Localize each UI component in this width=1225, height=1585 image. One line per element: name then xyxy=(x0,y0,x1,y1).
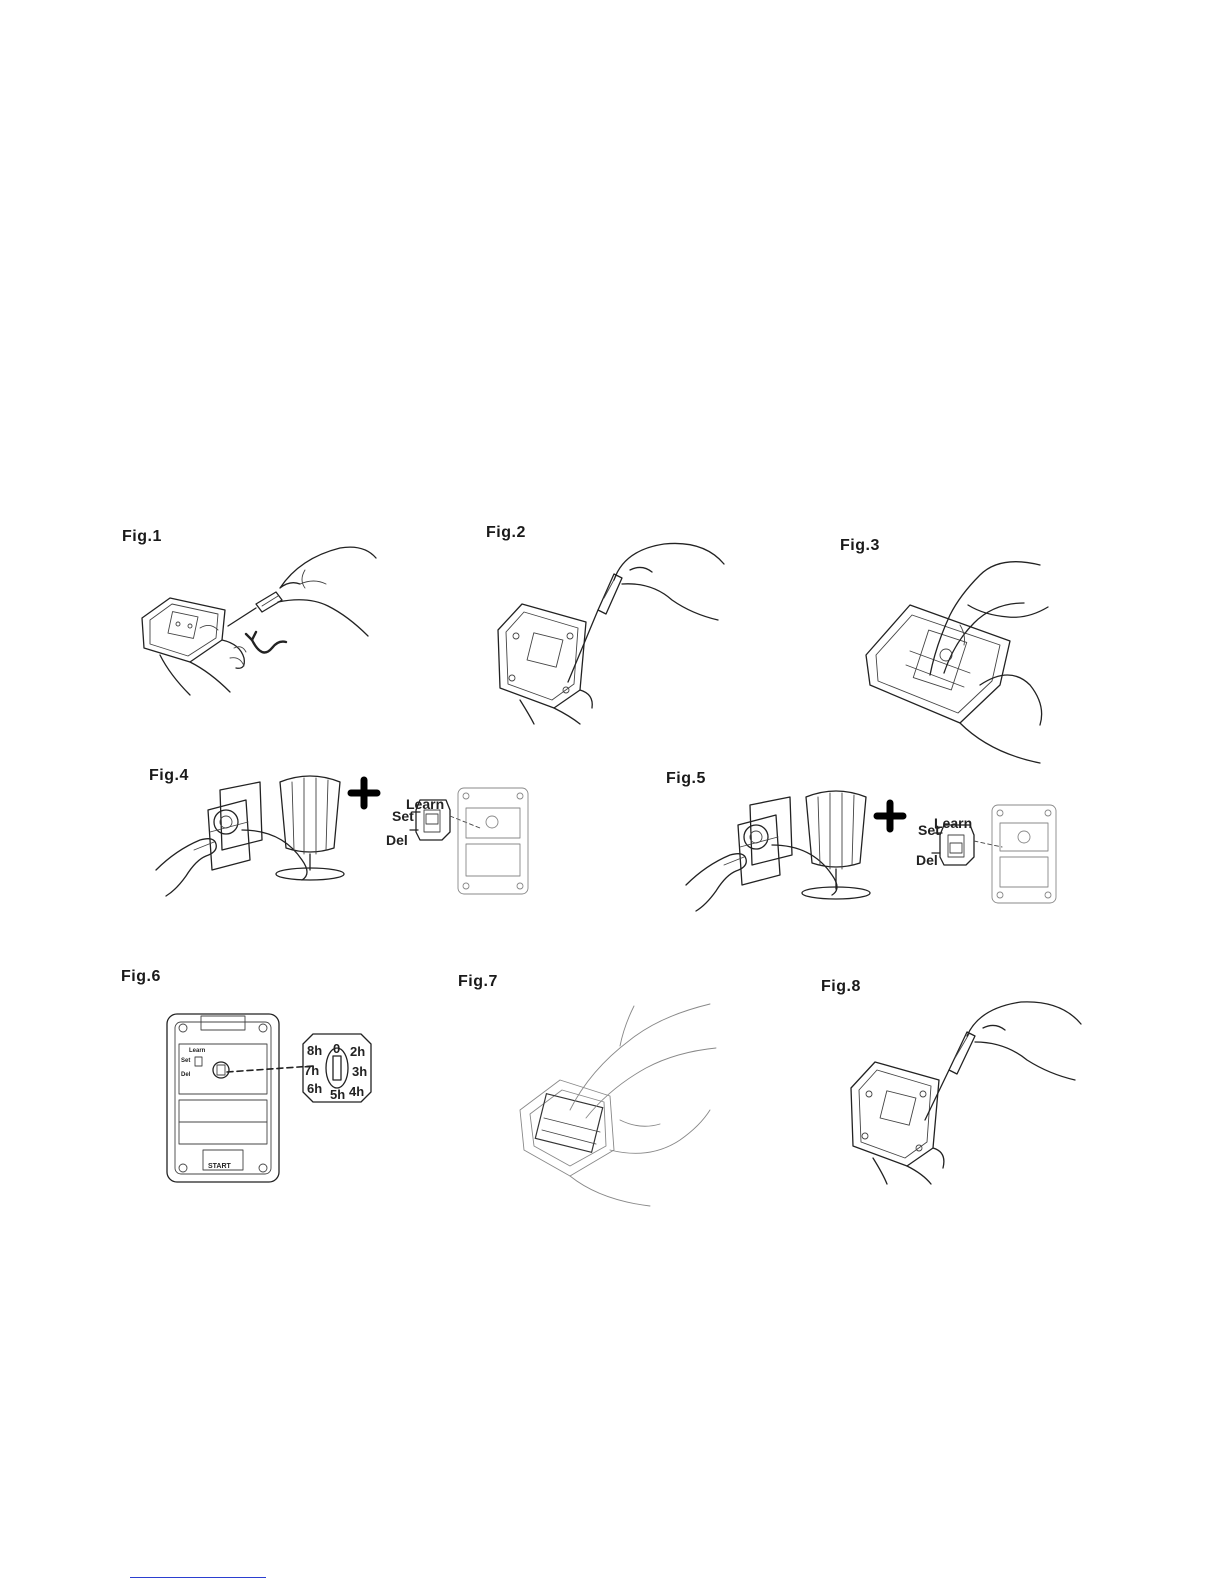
dial-8h-label: 8h xyxy=(307,1043,322,1058)
dial-7h-label: 7h xyxy=(304,1063,319,1078)
fig5-del-label: Del xyxy=(916,852,938,868)
fig6-back-panel: Learn Set Del START xyxy=(167,1014,279,1182)
fig5-back-panel xyxy=(992,805,1056,903)
fig4-set-label: Set xyxy=(392,808,414,824)
fig6-dial-detail: 0 2h 3h 4h 5h 6h 7h 8h xyxy=(303,1034,371,1102)
footer-rule xyxy=(130,1577,266,1578)
dial-6h-label: 6h xyxy=(307,1081,322,1096)
dial-0-label: 0 xyxy=(333,1041,340,1056)
fig6-set-small: Set xyxy=(181,1058,190,1064)
dial-2h-label: 2h xyxy=(350,1044,365,1059)
fig3-illustration xyxy=(860,555,1060,765)
fig5-set-label: Set xyxy=(918,822,940,838)
fig4-illustration: Learn Set Del xyxy=(150,770,550,900)
fig8-illustration xyxy=(845,1000,1085,1190)
dial-3h-label: 3h xyxy=(352,1064,367,1079)
fig4-back-panel xyxy=(458,788,528,894)
fig5-illustration: Learn Set Del xyxy=(680,785,1070,915)
fig6-start-label: START xyxy=(208,1163,232,1170)
fig6-learn-small: Learn xyxy=(189,1048,206,1054)
fig2-illustration xyxy=(490,540,730,725)
fig6-illustration: Learn Set Del START 0 2h 3h 4h 5h 6h 7h … xyxy=(165,1010,385,1185)
fig3-label: Fig.3 xyxy=(840,537,880,555)
fig1-illustration xyxy=(130,540,380,700)
dial-4h-label: 4h xyxy=(349,1084,364,1099)
fig7-illustration xyxy=(510,1000,730,1210)
fig8-label: Fig.8 xyxy=(821,978,861,996)
fig5-switch-detail: Learn Set Del xyxy=(916,815,1002,868)
fig6-del-small: Del xyxy=(181,1072,191,1078)
fig7-label: Fig.7 xyxy=(458,973,498,991)
fig4-del-label: Del xyxy=(386,832,408,848)
dial-5h-label: 5h xyxy=(330,1087,345,1102)
fig6-label: Fig.6 xyxy=(121,968,161,986)
